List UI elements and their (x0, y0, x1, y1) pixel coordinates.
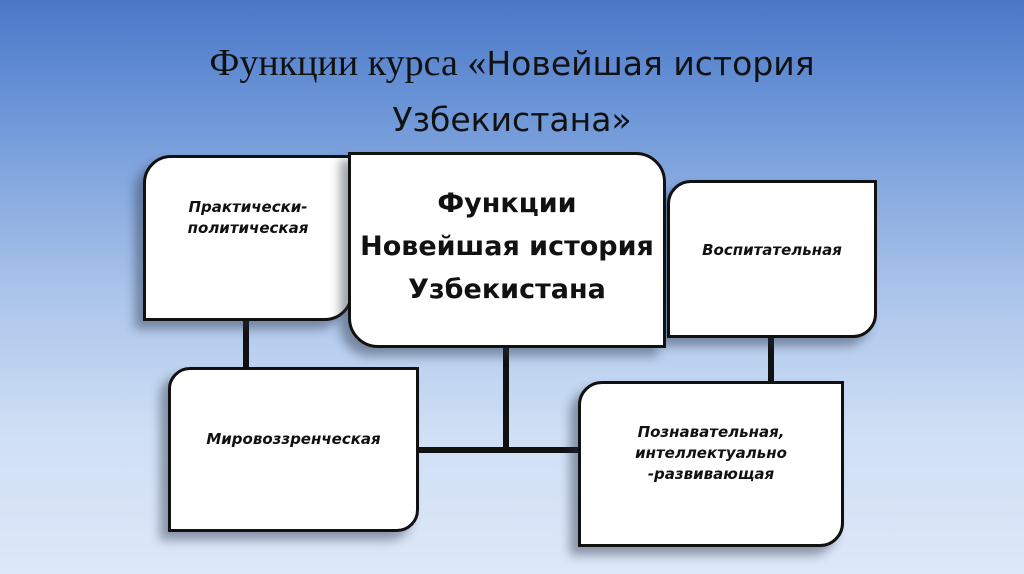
node-text-line: Познавательная, (637, 422, 785, 441)
center-text-line: Функции (437, 187, 577, 219)
connector-center-vertical (503, 345, 509, 453)
node-text-line: интеллектуально (635, 443, 787, 462)
node-practical-political: Практически- политическая (143, 155, 353, 321)
connector-educational-cognitive (768, 335, 774, 383)
node-text-line: политическая (187, 219, 309, 237)
node-cognitive: Познавательная, интеллектуально -развива… (578, 381, 844, 547)
center-text-line: Новейшая история (360, 230, 654, 262)
node-center: Функции Новейшая история Узбекистана (348, 152, 666, 348)
node-text-line: Воспитательная (702, 240, 842, 259)
node-educational: Воспитательная (667, 180, 877, 338)
connector-horizontal (416, 447, 580, 453)
title-part-sans: Новейшая история (486, 44, 815, 83)
title-part-serif: Функции курса « (209, 42, 487, 84)
connector-practical-worldview (243, 318, 249, 370)
center-text-line: Узбекистана (408, 273, 606, 305)
slide-title: Функции курса «Новейшая история Узбекист… (0, 38, 1024, 151)
node-text-line: -развивающая (647, 464, 775, 483)
node-text-line: Практически- (188, 198, 308, 216)
node-text-line: Мировоззренческая (206, 430, 381, 448)
node-worldview: Мировоззренческая (168, 367, 419, 532)
title-line2: Узбекистана» (392, 100, 632, 139)
